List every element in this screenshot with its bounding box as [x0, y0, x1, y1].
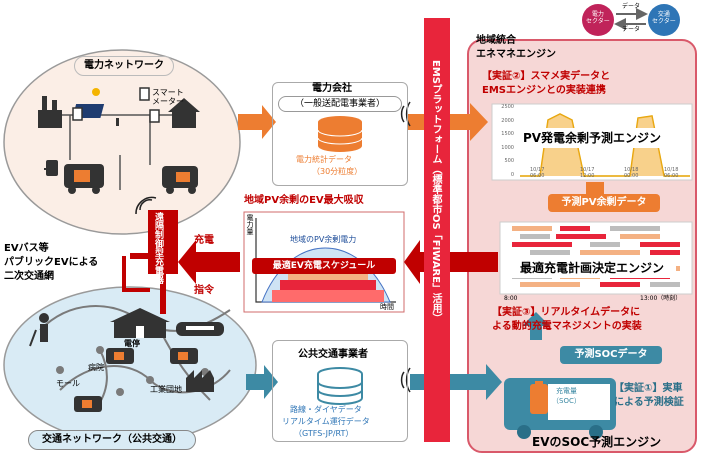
train-icon	[176, 322, 224, 336]
pv-x-tick: 10/18 00:00	[624, 167, 639, 179]
arrow-power-to-company	[238, 105, 276, 139]
charger-label: 遠隔制御型充電器	[153, 212, 163, 284]
pv-x-tick: 10/17 12:00	[580, 167, 595, 179]
pv-y-tick: 500	[504, 158, 514, 165]
bus-icon-transport	[106, 348, 134, 364]
transport-network-title: 交通ネットワーク（公共交通）	[28, 430, 196, 450]
pv-engine-title: PV発電余剰予測エンジン	[508, 128, 676, 148]
power-network-oval	[3, 49, 241, 235]
ems-title-1: 地域統合	[476, 35, 516, 46]
transport-network-oval	[3, 286, 257, 444]
soc-forecast-label: 予測SOCデータ	[560, 346, 662, 364]
power-network-title: 電力ネットワーク	[74, 56, 174, 76]
database-icon-transport	[317, 367, 363, 405]
pedestrian-icon	[29, 313, 49, 347]
proof3-line2: よる動的充電マネジメントの実装	[492, 321, 642, 332]
mall-label: モール	[56, 379, 80, 388]
remote-charger-icon	[122, 210, 178, 314]
pt-data-2: リアルタイム運行データ	[282, 417, 370, 426]
platform-bar	[424, 18, 450, 442]
power-company-box	[272, 82, 408, 186]
pt-data-3: （GTFS-JP/RT）	[294, 429, 354, 438]
pv-y-tick: 0	[510, 171, 514, 178]
proof1-line2: による予測検証	[614, 397, 684, 408]
data-arrow-bottom-label: データ	[622, 26, 641, 33]
arrow-company-to-ems-teal	[410, 364, 502, 400]
database-icon-power	[317, 116, 363, 152]
schedule-header: 地域PV余剰のEV最大吸収	[244, 195, 364, 206]
power-data-2: （30分粒度）	[312, 167, 363, 176]
schedule-y-axis: 電力量	[246, 214, 254, 235]
house-icon	[168, 98, 200, 128]
ev-network-title-2: パブリックEVによる	[4, 257, 99, 268]
sun-icon	[92, 88, 100, 96]
factory-icon-transport	[186, 370, 214, 392]
sector-transport-label: 交通 セクター	[652, 11, 676, 25]
pv-y-tick: 2500	[501, 104, 514, 110]
proof2-line2: EMSエンジンとの実装連携	[482, 85, 606, 96]
arrow-soc-up	[522, 312, 550, 340]
public-transport-title: 公共交通事業者	[298, 349, 368, 360]
signal-icons	[135, 101, 411, 393]
sector-power-label: 電力 セクター	[586, 11, 610, 25]
soc-bus-label-1: 充電量	[556, 387, 577, 395]
industrial-label: 工業団地	[150, 385, 182, 394]
charge-blocks	[272, 270, 384, 302]
stop-label: 電停	[124, 339, 140, 348]
charge-label: 充電	[194, 235, 214, 246]
pv-y-tick: 1500	[501, 131, 514, 138]
soc-bus-label-2: （SOC）	[552, 397, 581, 405]
station-icon	[110, 308, 170, 338]
proof1-line1: 【実証①】実車	[614, 383, 683, 394]
ev-network-title-1: EVバス等	[4, 243, 49, 254]
data-arrow-top-label: データ	[622, 3, 641, 10]
platform-label: EMSプラットフォーム（標準都市OS「FIWARE」活用）	[430, 60, 441, 324]
pv-chart-y-axis: 2500 2000 1500 1000 500 0	[494, 104, 514, 178]
pt-data-1: 路線・ダイヤデータ	[290, 405, 362, 414]
arrow-transport-to-company	[246, 365, 278, 399]
pv-x-tick: 10/18 06:00	[664, 167, 679, 179]
schedule-banner: 最適EV充電スケジュール	[252, 258, 396, 274]
charge-engine-title: 最適充電計画決定エンジン	[508, 258, 676, 278]
arrow-schedule-to-charger	[178, 240, 240, 284]
pv-y-tick: 2000	[501, 117, 514, 124]
pv-y-tick: 1000	[501, 144, 514, 151]
power-company-title-2: （一般送配電事業者）	[278, 96, 402, 112]
arrow-ems-to-schedule	[404, 240, 498, 284]
power-grid-lines	[40, 114, 190, 190]
plug-icon	[44, 160, 58, 176]
power-company-title-1: 電力会社	[312, 83, 352, 94]
pv-x-tick: 10/17 06:00	[530, 167, 545, 179]
smart-meter-label: スマート メーター	[152, 88, 184, 107]
bus-icon-transport-3	[170, 348, 198, 364]
meter-icons	[72, 87, 160, 123]
ev-bus-icon-2	[162, 166, 198, 194]
gantt-start: 8:00	[504, 295, 518, 302]
ems-title-2: エネマネエンジン	[476, 49, 556, 60]
ev-bus-icon	[64, 164, 104, 194]
public-transport-box	[272, 340, 408, 442]
bus-icon-transport-2	[74, 396, 102, 412]
proof3-line1: 【実証③】リアルタイムデータに	[492, 307, 641, 318]
hospital-label: 病院	[88, 363, 104, 372]
ev-network-title-3: 二次交通網	[4, 271, 54, 282]
pv-forecast-label: 予測PV余剰データ	[548, 194, 660, 212]
command-label: 指令	[194, 285, 214, 296]
schedule-x-axis: 時間	[380, 303, 394, 311]
pv-curve-label: 地域のPV余剰電力	[290, 235, 357, 244]
soc-engine-title: EVのSOC予測エンジン	[532, 435, 662, 449]
sector-power-badge	[582, 4, 614, 36]
gantt-end: 13:00（時刻）	[640, 295, 682, 302]
factory-icon	[38, 96, 62, 128]
sector-transport-badge	[648, 4, 680, 36]
power-data-1: 電力統計データ	[296, 155, 352, 164]
battery-icon	[530, 381, 548, 414]
proof2-line1: 【実証②】スマメ実データと	[482, 71, 611, 82]
